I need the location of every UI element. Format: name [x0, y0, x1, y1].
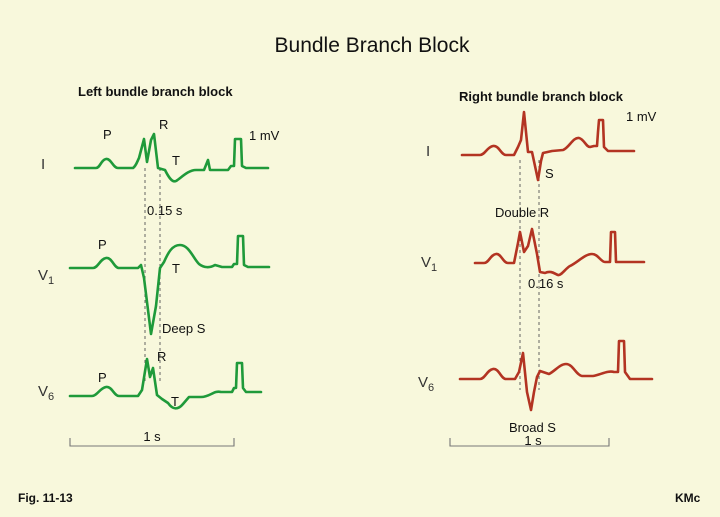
author-credit: KMc — [675, 491, 701, 505]
left-lead-V6-R-label: R — [157, 349, 166, 364]
figure-title: Bundle Branch Block — [275, 34, 470, 57]
right-lead-I-trace — [460, 110, 636, 182]
left-lead-V6-T-label: T — [171, 394, 179, 409]
right-scale-label: 1 s — [524, 433, 542, 448]
left-lead-V6-label: V6 — [38, 383, 54, 403]
right-lead-V6-S-label: Broad S — [509, 420, 556, 435]
left-lead-V1-trace — [68, 234, 271, 336]
right-lead-I-label: I — [426, 143, 430, 160]
left-panel: Left bundle branch block I P R T 1 mV 0.… — [38, 84, 280, 447]
left-lead-V1-P-label: P — [98, 237, 107, 252]
right-lead-V1-trace — [473, 227, 646, 277]
right-calibration-label: 1 mV — [626, 109, 657, 124]
left-scale-label: 1 s — [143, 429, 161, 444]
left-lead-I-T-label: T — [172, 153, 180, 168]
left-lead-I-R-label: R — [159, 117, 168, 132]
left-lead-I-P-label: P — [103, 127, 112, 142]
right-panel: Right bundle branch block I 1 mV S Doubl… — [418, 89, 657, 448]
left-calibration-label: 1 mV — [249, 128, 280, 143]
left-interval-label: 0.15 s — [147, 203, 183, 218]
left-lead-V1-S-label: Deep S — [162, 321, 206, 336]
left-lead-I-label: I — [41, 156, 45, 173]
right-lead-V6-trace — [458, 339, 654, 412]
left-lead-V6-trace — [68, 357, 263, 410]
left-scale-bar — [69, 438, 235, 447]
right-panel-heading: Right bundle branch block — [459, 89, 624, 104]
left-lead-I-trace — [73, 132, 270, 183]
right-lead-V1-label: V1 — [421, 254, 437, 274]
left-lead-V1-label: V1 — [38, 267, 54, 287]
left-panel-heading: Left bundle branch block — [78, 84, 233, 99]
left-lead-V6-P-label: P — [98, 370, 107, 385]
figure-number: Fig. 11-13 — [18, 491, 73, 505]
right-scale-bar — [449, 438, 610, 447]
right-lead-V6-label: V6 — [418, 374, 434, 394]
right-lead-I-S-label: S — [545, 166, 554, 181]
left-lead-V1-T-label: T — [172, 261, 180, 276]
right-lead-V1-R-label: Double R — [495, 205, 549, 220]
right-interval-label: 0.16 s — [528, 276, 564, 291]
